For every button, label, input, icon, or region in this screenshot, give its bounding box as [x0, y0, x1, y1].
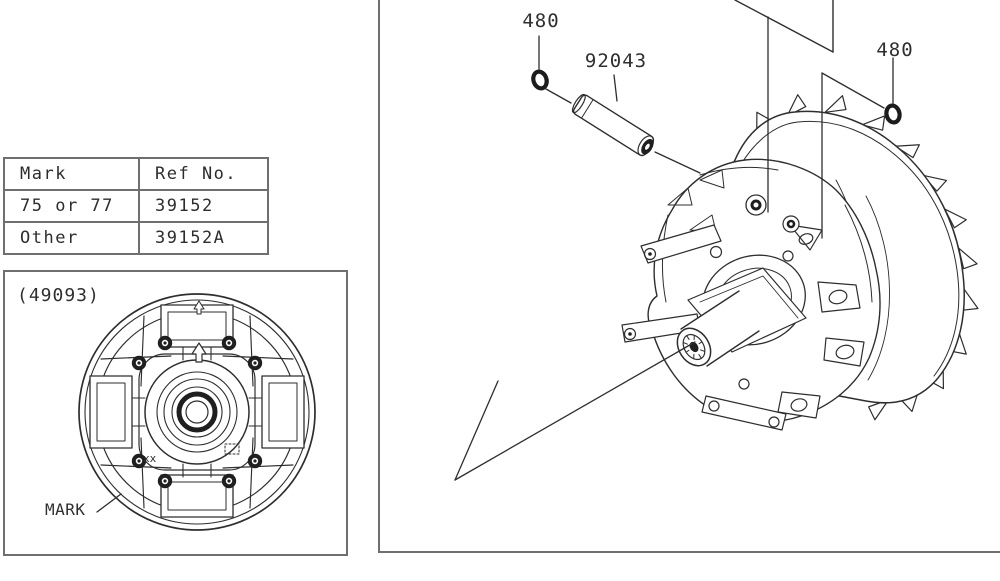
part-label-92043: 92043: [584, 50, 648, 72]
mark-value: 75 or 77: [3, 189, 140, 223]
ref-table-header-row: Mark Ref No.: [3, 157, 269, 191]
ref-table-col-mark: Mark: [3, 157, 140, 191]
ref-table: Mark Ref No. 75 or 77 39152 Other 39152A: [3, 157, 269, 255]
table-row: 75 or 77 39152: [3, 189, 269, 223]
mark-value: Other: [3, 221, 140, 255]
exploded-view-box: [378, 0, 1000, 553]
detail-view-box: [3, 270, 348, 556]
part-label-480-right: 480: [876, 39, 914, 61]
refno-value: 39152: [138, 189, 269, 223]
mark-callout-label: MARK: [45, 500, 86, 519]
refno-value: 39152A: [138, 221, 269, 255]
ref-table-col-refno: Ref No.: [138, 157, 269, 191]
table-row: Other 39152A: [3, 221, 269, 255]
part-label-480-left: 480: [522, 10, 560, 32]
detail-part-ref-label: (49093): [17, 285, 100, 306]
